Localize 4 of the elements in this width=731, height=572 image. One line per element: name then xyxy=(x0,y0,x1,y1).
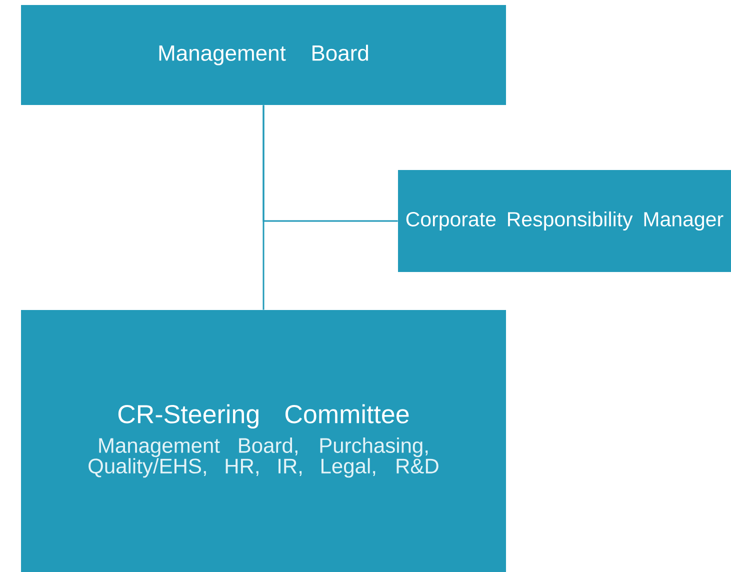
org-box: Management Board xyxy=(21,5,506,105)
connector-line xyxy=(262,105,398,222)
org-box: Corporate Responsibility Manager xyxy=(398,170,731,272)
org-box: CR-Steering Committee Management Board, Purchasing, Quality/EHS, HR, IR, Legal, R&D xyxy=(21,310,506,572)
